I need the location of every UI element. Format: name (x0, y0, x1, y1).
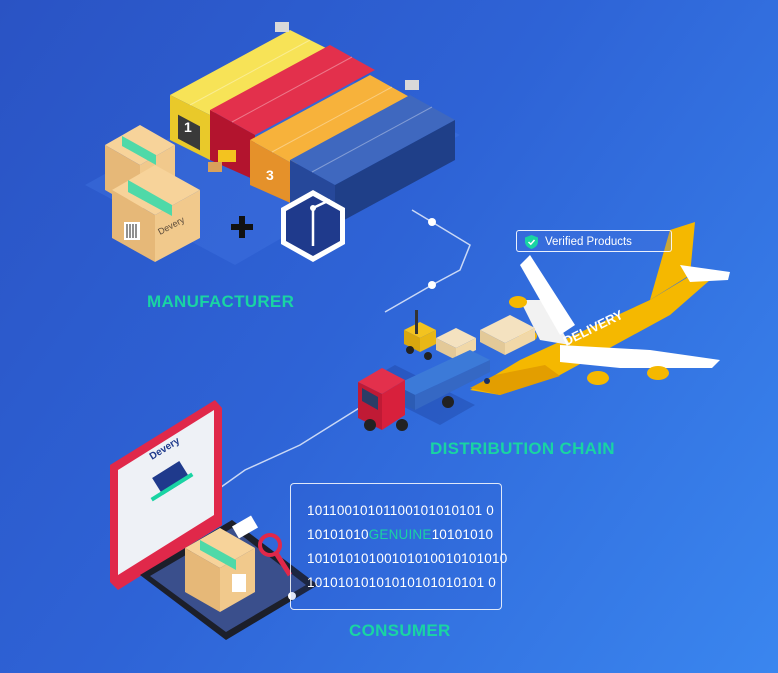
verified-products-badge: Verified Products (516, 230, 672, 252)
manufacturer-label: MANUFACTURER (147, 292, 295, 311)
code-line-3: 10101010100101010010101010 (307, 551, 508, 566)
plus-icon (231, 216, 253, 238)
code-line-2-after: 10101010 (431, 527, 494, 542)
code-line-2: 10101010GENUINE10101010 (307, 527, 493, 542)
monitor: Devery (110, 400, 222, 590)
distribution-chain-label: DISTRIBUTION CHAIN (430, 439, 615, 458)
genuine-highlight: GENUINE (368, 527, 432, 542)
forklift (404, 310, 476, 360)
manufacturer-boxes: Devery (105, 125, 200, 262)
warehouse-number-1: 1 (184, 119, 192, 135)
binary-code-box: 10110010101100101010101 0 10101010GENUIN… (290, 483, 507, 610)
warehouse-number-3: 3 (266, 167, 274, 183)
code-line-1: 10110010101100101010101 0 (307, 503, 494, 518)
verified-products-text: Verified Products (545, 236, 632, 248)
warehouse-red (210, 45, 375, 135)
consumer-label: CONSUMER (349, 621, 451, 640)
warehouse-yellow (170, 30, 330, 115)
warehouse-blue (290, 95, 455, 185)
tablet (140, 515, 318, 640)
warehouse-orange (250, 75, 415, 165)
devery-logo-icon (281, 190, 345, 262)
connector-node (428, 218, 436, 226)
shield-icon (525, 235, 538, 249)
connector-node (428, 281, 436, 289)
truck (358, 350, 490, 431)
code-line-4: 10101010101010101010101 0 (307, 575, 496, 590)
code-line-2-before: 10101010 (307, 527, 369, 542)
